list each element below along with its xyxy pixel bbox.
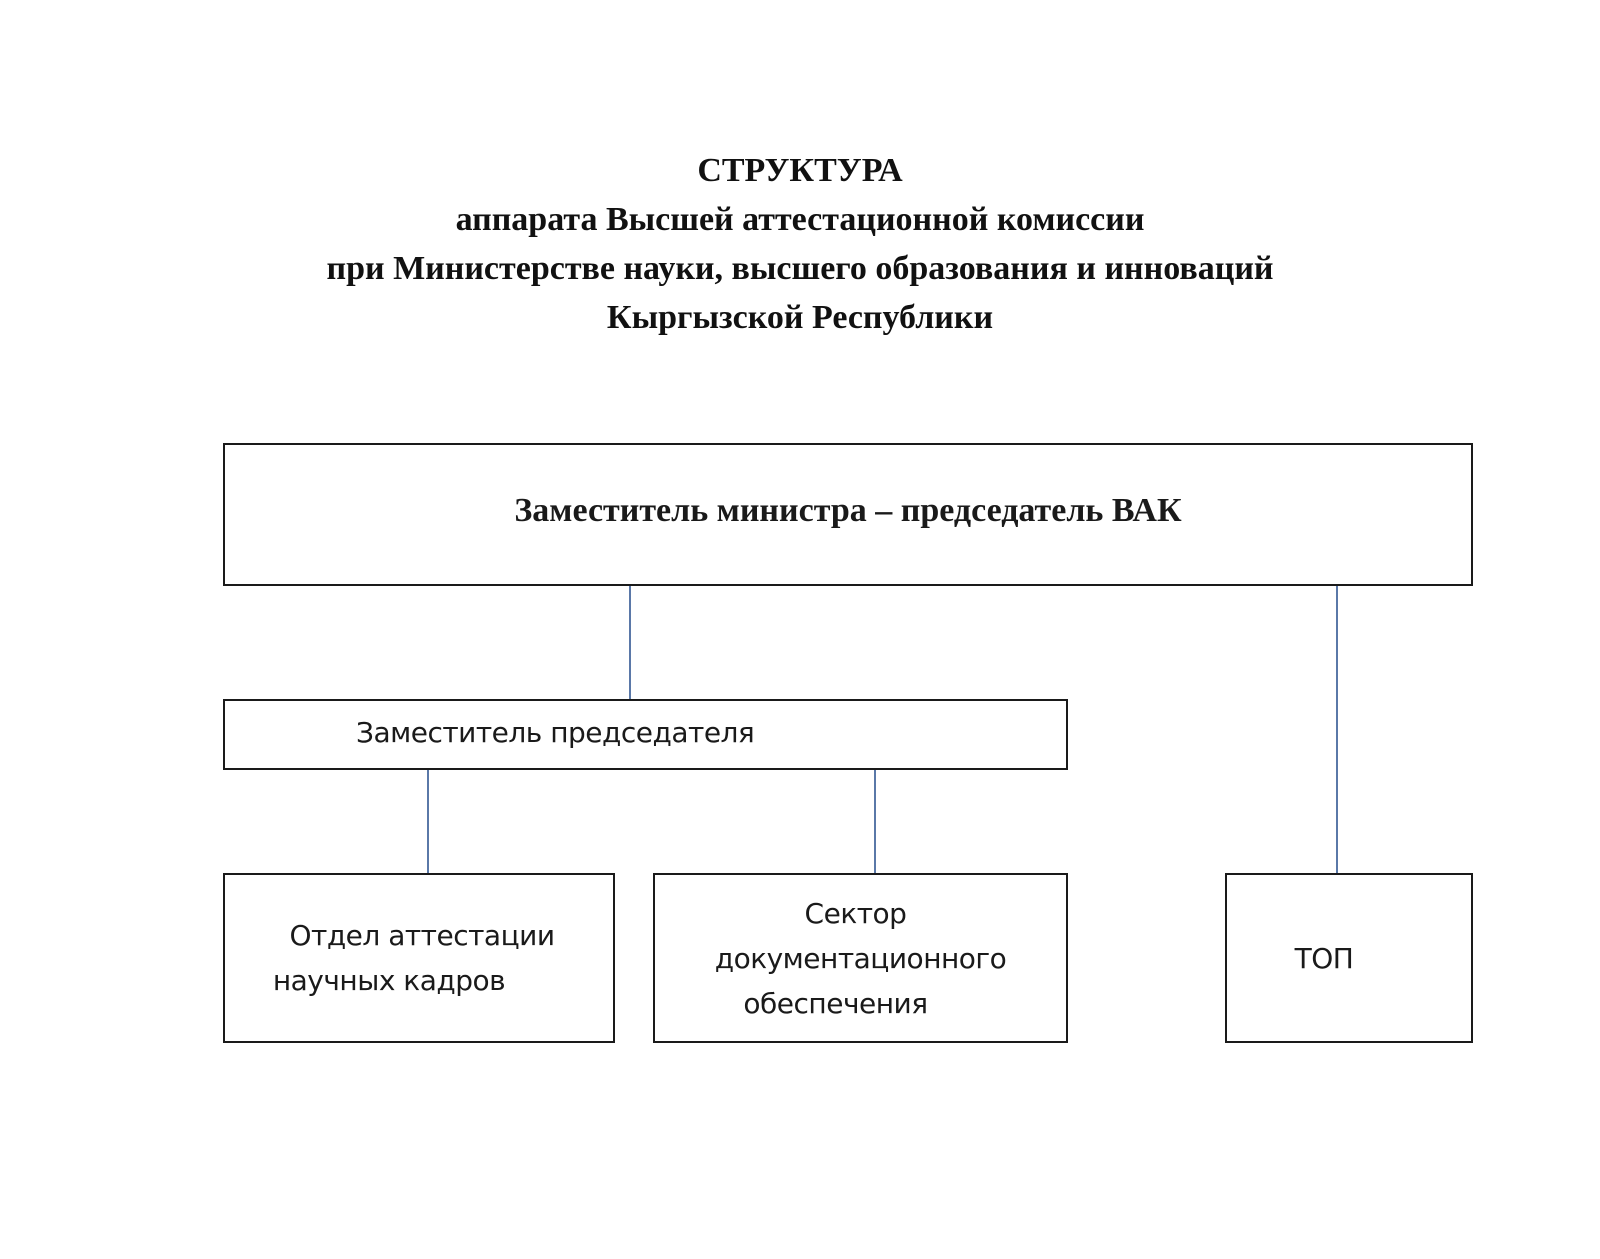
unit-attestation-line-2: научных кадров: [272, 964, 506, 997]
deputy-box: Заместитель председателя: [223, 699, 1068, 770]
connector-head-to-deputy: [629, 585, 631, 699]
title-line-1: СТРУКТУРА: [697, 152, 903, 189]
head-label: Заместитель министра – председатель ВАК: [514, 491, 1182, 529]
unit-box-attestation: Отдел аттестации научных кадров: [223, 873, 615, 1043]
title-line-4: Кыргызской Республики: [606, 299, 994, 336]
unit-box-top: ТОП: [1225, 873, 1473, 1043]
unit-documentation-line-1: Сектор: [804, 896, 907, 930]
title-line-3: при Министерстве науки, высшего образова…: [326, 250, 1274, 287]
document-title: СТРУКТУРА аппарата Высшей аттестационной…: [0, 146, 1600, 342]
unit-top-label: ТОП: [1294, 941, 1354, 975]
unit-documentation-line-3: обеспечения: [743, 986, 928, 1020]
connector-head-to-top-unit: [1336, 585, 1338, 873]
title-line-2: аппарата Высшей аттестационной комиссии: [455, 201, 1145, 238]
connector-deputy-to-documentation: [874, 769, 876, 873]
unit-box-documentation: Сектор документационного обеспечения: [653, 873, 1068, 1043]
deputy-label: Заместитель председателя: [356, 716, 755, 749]
unit-documentation-line-2: документационного: [714, 941, 1007, 975]
head-box: Заместитель министра – председатель ВАК: [223, 443, 1473, 586]
connector-deputy-to-attestation: [427, 769, 429, 873]
unit-attestation-line-1: Отдел аттестации: [289, 919, 555, 952]
